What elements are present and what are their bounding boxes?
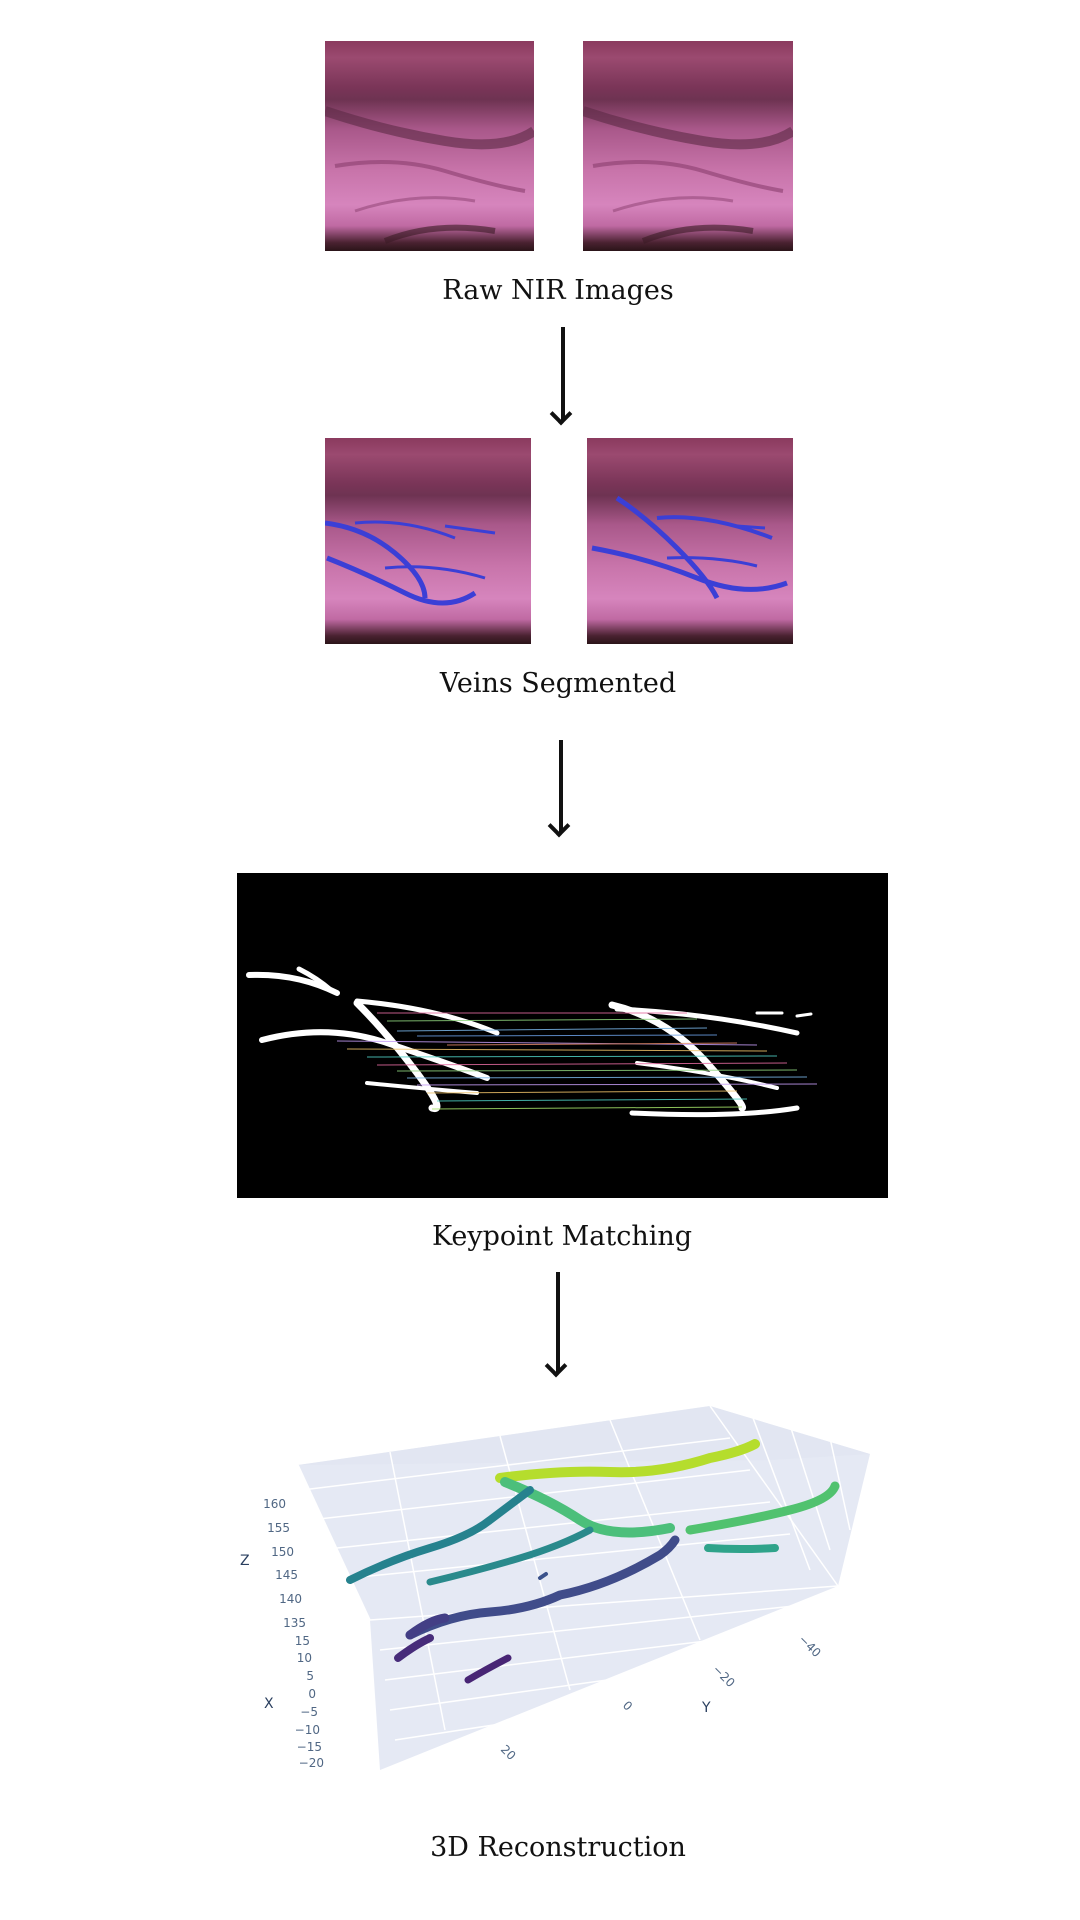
flow-arrow-2	[559, 740, 563, 832]
y-tick: 20	[498, 1742, 519, 1763]
z-tick: 155	[267, 1521, 290, 1535]
stage-caption-raw: Raw NIR Images	[442, 275, 674, 306]
y-tick: 0	[620, 1698, 635, 1713]
x-tick: 0	[308, 1687, 316, 1701]
y-tick: −40	[796, 1632, 824, 1660]
keypoint-match-lines	[246, 966, 818, 1118]
3d-reconstruction-plot: Z X Y 160 155 150 145 140 135 15 10 5 0 …	[230, 1390, 890, 1770]
z-tick: 135	[283, 1616, 306, 1630]
segmented-image-right	[587, 438, 793, 644]
raw-nir-texture	[583, 106, 793, 244]
stage-caption-segmented: Veins Segmented	[439, 668, 677, 699]
x-tick: 10	[297, 1651, 312, 1665]
raw-nir-texture	[325, 106, 534, 244]
z-tick: 145	[275, 1568, 298, 1582]
keypoint-matching-image	[237, 873, 888, 1198]
z-tick: 150	[271, 1545, 294, 1559]
x-tick: 15	[295, 1634, 310, 1648]
x-tick: −10	[295, 1723, 320, 1737]
stage-caption-3d: 3D Reconstruction	[430, 1832, 686, 1863]
3d-scene: Z X Y 160 155 150 145 140 135 15 10 5 0 …	[240, 1405, 870, 1770]
z-axis-label: Z	[240, 1553, 250, 1569]
y-tick: −20	[710, 1662, 738, 1690]
vein-overlay	[591, 495, 788, 600]
x-tick: −15	[297, 1740, 322, 1754]
raw-nir-image-left	[325, 41, 534, 251]
vein-overlay	[325, 520, 496, 606]
x-tick: −5	[300, 1705, 318, 1719]
raw-nir-image-right	[583, 41, 793, 251]
flow-arrow-1	[561, 327, 565, 420]
y-axis-label: Y	[701, 1700, 711, 1716]
x-tick: −20	[299, 1756, 324, 1770]
stage-caption-keypoints: Keypoint Matching	[431, 1221, 693, 1252]
x-axis-label: X	[264, 1696, 274, 1712]
z-tick: 140	[279, 1592, 302, 1606]
segmented-image-left	[325, 438, 531, 644]
flow-arrow-3	[556, 1272, 560, 1372]
z-tick: 160	[263, 1497, 286, 1511]
x-tick: 5	[306, 1669, 314, 1683]
